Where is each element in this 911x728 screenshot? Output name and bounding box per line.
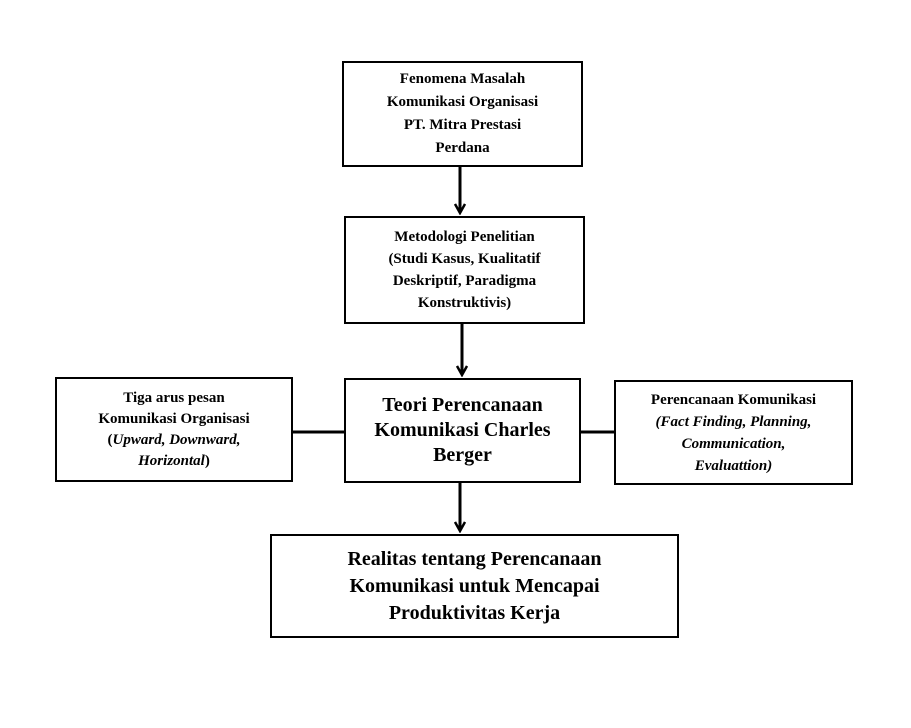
tiga-arus-upward-downward: Upward, Downward, (112, 431, 241, 448)
teori-line-3: Berger (433, 444, 492, 466)
metodologi-line-2: (Studi Kasus, Kualitatif (388, 251, 541, 267)
tiga-arus-line-3: (Upward, Downward, (98, 430, 249, 451)
perencanaan-line-1: Perencanaan Komunikasi (650, 391, 817, 408)
box-teori-perencanaan: Teori Perencanaan Komunikasi Charles Ber… (344, 378, 581, 483)
tiga-arus-horizontal: Horizontal (138, 452, 205, 469)
metodologi-line-4: Konstruktivis) (417, 295, 512, 311)
teori-line-2: Komunikasi Charles (374, 419, 551, 441)
tiga-arus-line-4: Horizontal) (98, 451, 249, 472)
teori-line-1: Teori Perencanaan (382, 394, 543, 416)
tiga-arus-close-paren: ) (204, 452, 210, 469)
perencanaan-line-3: Communication, (681, 435, 786, 452)
box-fenomena-masalah: Fenomena Masalah Komunikasi Organisasi P… (342, 61, 583, 167)
box-realitas: Realitas tentang Perencanaan Komunikasi … (270, 534, 679, 638)
perencanaan-line-2: (Fact Finding, Planning, (655, 413, 812, 430)
realitas-line-1: Realitas tentang Perencanaan (347, 547, 602, 570)
box-metodologi-penelitian: Metodologi Penelitian (Studi Kasus, Kual… (344, 216, 585, 324)
fenomena-line-2: Komunikasi Organisasi (386, 94, 539, 110)
box-tiga-arus-pesan: Tiga arus pesan Komunikasi Organisasi (U… (55, 377, 293, 482)
fenomena-line-3: PT. Mitra Prestasi (403, 117, 522, 133)
fenomena-line-4: Perdana (435, 140, 490, 156)
tiga-arus-line-1: Tiga arus pesan (123, 389, 225, 406)
perencanaan-line-4: Evaluattion) (694, 457, 773, 474)
box-perencanaan-komunikasi: Perencanaan Komunikasi (Fact Finding, Pl… (614, 380, 853, 485)
realitas-line-2: Komunikasi untuk Mencapai (349, 574, 600, 597)
metodologi-line-3: Deskriptif, Paradigma (392, 273, 537, 289)
metodologi-line-1: Metodologi Penelitian (394, 229, 535, 245)
tiga-arus-line-2: Komunikasi Organisasi (98, 410, 250, 427)
fenomena-line-1: Fenomena Masalah (399, 71, 526, 87)
tiga-arus-open-paren: ( (107, 431, 113, 448)
realitas-line-3: Produktivitas Kerja (388, 601, 561, 624)
